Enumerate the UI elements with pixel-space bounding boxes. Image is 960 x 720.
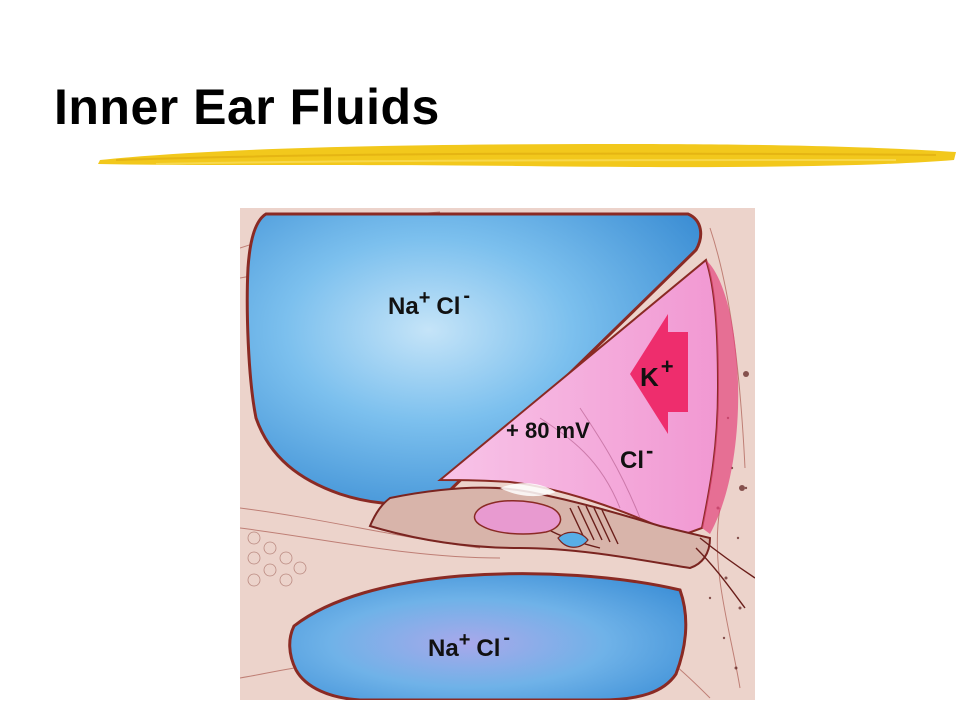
k-ion: K [640,362,659,392]
cortis-tunnel [557,531,589,548]
middle-cl-ion: Cl [620,447,644,474]
upper-cl-ion: Cl [436,293,460,320]
upper-chamber-perilymph [245,212,703,506]
k-charge: + [661,354,674,379]
upper-chamber-label: Na+Cl- [388,285,470,320]
lower-chamber-label: Na+Cl- [428,627,510,662]
k-ion-label: K+ [640,354,674,392]
upper-na-charge: + [419,287,431,309]
middle-cl-charge: - [646,438,653,463]
lower-cl-charge: - [503,627,510,649]
potassium-arrow [630,314,688,434]
tectorial-membrane [473,500,562,535]
lower-cl-ion: Cl [476,635,500,662]
lower-na-charge: + [459,629,471,651]
endolymph-potential-label: + 80 mV [506,418,590,443]
cochlear-duct-diagram: Na+Cl- + 80 mV K+ Cl- Na+Cl- [240,208,755,700]
page-title: Inner Ear Fluids [54,79,440,135]
stria-vascularis [702,260,739,534]
upper-na-ion: Na [388,293,419,320]
upper-cl-charge: - [463,285,470,307]
title-underline-brushstroke [98,144,956,168]
cl-ion-label: Cl- [620,438,653,474]
lower-chamber-perilymph [288,572,688,700]
lower-na-ion: Na [428,635,459,662]
